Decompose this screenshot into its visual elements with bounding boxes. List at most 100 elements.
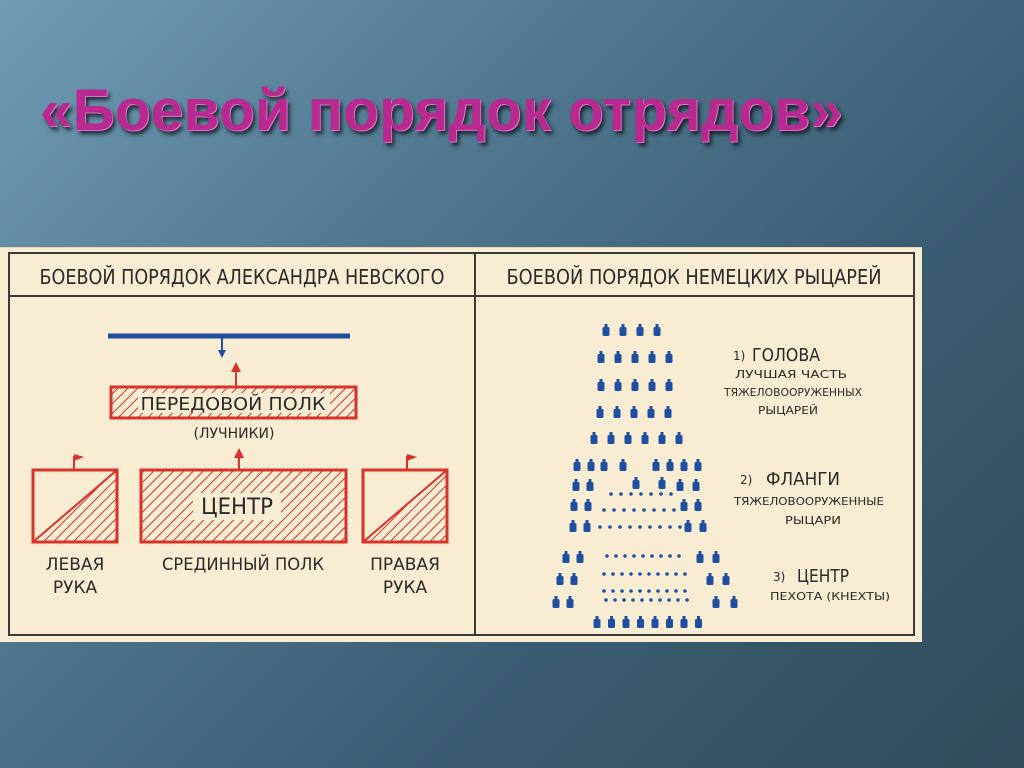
infantry-dot <box>678 525 682 529</box>
knight-icon <box>658 432 666 444</box>
left-hand-flag-icon <box>73 454 84 470</box>
legend-head-line-1: ЛУЧШАЯ ЧАСТЬ <box>735 368 847 381</box>
knight-icon <box>614 379 622 391</box>
knight-icon <box>684 520 692 532</box>
infantry-dot <box>611 572 615 576</box>
middle-regiment-label: СРЕДИННЫЙ ПОЛК <box>162 553 324 575</box>
knight-icon <box>699 520 707 532</box>
infantry-dot <box>602 589 606 593</box>
infantry-dot <box>658 598 662 602</box>
knight-icon <box>619 459 627 471</box>
right-hand-box <box>361 468 449 544</box>
infantry-dot <box>656 589 660 593</box>
knight-icon <box>665 351 673 363</box>
right-hand-label-2: РУКА <box>383 578 428 598</box>
red-arrow-lower-head <box>234 448 244 458</box>
knight-icon <box>680 616 688 628</box>
legend-head-line-3: РЫЦАРЕЙ <box>758 404 818 417</box>
knight-icon <box>676 479 684 491</box>
legend-center-title: ЦЕНТР <box>797 566 849 587</box>
infantry-dot <box>674 572 678 576</box>
infantry-dot <box>683 572 687 576</box>
knight-icon <box>583 520 591 532</box>
knight-icon <box>653 324 661 336</box>
knight-icon <box>666 459 674 471</box>
knight-icon <box>584 499 592 511</box>
infantry-dot <box>676 598 680 602</box>
infantry-dot <box>604 598 608 602</box>
legend-center-num: 3) <box>773 570 785 584</box>
infantry-dot <box>649 598 653 602</box>
knights-heading: БОЕВОЙ ПОРЯДОК НЕМЕЦКИХ РЫЦАРЕЙ <box>507 265 882 289</box>
legend-center: 3) ЦЕНТР ПЕХОТА (КНЕХТЫ) <box>770 566 890 603</box>
infantry-dot <box>628 525 632 529</box>
infantry-dot <box>605 554 609 558</box>
knight-icon <box>692 479 700 491</box>
knights-wedge-formation <box>552 324 738 628</box>
infantry-dot <box>622 508 626 512</box>
knight-icon <box>680 459 688 471</box>
knight-icon <box>573 459 581 471</box>
infantry-dot <box>641 554 645 558</box>
left-hand-label-1: ЛЕВАЯ <box>46 555 105 575</box>
infantry-dot <box>638 572 642 576</box>
knight-icon <box>569 520 577 532</box>
infantry-dot <box>652 508 656 512</box>
infantry-dot <box>602 508 606 512</box>
infantry-dot <box>609 492 613 496</box>
knight-icon <box>680 499 688 511</box>
knight-icon <box>614 351 622 363</box>
knight-icon <box>602 324 610 336</box>
knight-icon <box>722 573 730 585</box>
knight-icon <box>576 551 584 563</box>
infantry-dot <box>622 598 626 602</box>
legend-flanks-num: 2) <box>740 473 752 487</box>
infantry-dot <box>618 525 622 529</box>
infantry-dot <box>632 508 636 512</box>
infantry-dot <box>662 508 666 512</box>
poster-frame <box>8 252 915 636</box>
knight-icon <box>572 479 580 491</box>
infantry-dot <box>642 508 646 512</box>
knight-icon <box>570 499 578 511</box>
infantry-dot <box>665 589 669 593</box>
knight-icon <box>632 477 640 489</box>
legend-flanks-title: ФЛАНГИ <box>766 469 840 490</box>
legend-head: 1) ГОЛОВА ЛУЧШАЯ ЧАСТЬ ТЯЖЕЛОВООРУЖЕННЫХ… <box>723 345 862 417</box>
knight-icon <box>696 551 704 563</box>
infantry-dot <box>656 572 660 576</box>
left-hand-box <box>31 468 119 544</box>
infantry-dot <box>659 492 663 496</box>
vanguard-label-bg <box>138 393 330 413</box>
infantry-dot <box>647 589 651 593</box>
knight-icon <box>651 616 659 628</box>
infantry-dot <box>669 492 673 496</box>
infantry-dot <box>614 554 618 558</box>
knight-icon <box>613 406 621 418</box>
blue-arrow-head <box>218 350 226 358</box>
center-label-bg <box>193 493 281 520</box>
knight-icon <box>593 616 601 628</box>
knight-icon <box>608 616 615 628</box>
infantry-dot <box>612 508 616 512</box>
legend-head-line-2: ТЯЖЕЛОВООРУЖЕННЫХ <box>723 386 862 399</box>
infantry-dot <box>620 589 624 593</box>
left-hand-label-2: РУКА <box>53 578 98 598</box>
knight-icon <box>619 324 627 336</box>
infantry-dot <box>608 525 612 529</box>
knight-icon <box>636 324 644 336</box>
knight-icon <box>712 596 720 608</box>
knight-icon <box>694 499 702 511</box>
nevsky-heading: БОЕВОЙ ПОРЯДОК АЛЕКСАНДРА НЕВСКОГО <box>40 265 445 289</box>
infantry-dot <box>619 492 623 496</box>
infantry-dot <box>683 589 687 593</box>
infantry-dot <box>602 572 606 576</box>
infantry-dot <box>649 492 653 496</box>
knight-icon <box>648 351 656 363</box>
legend-head-title: ГОЛОВА <box>752 345 821 366</box>
knight-icon <box>730 596 738 608</box>
infantry-dot <box>685 598 689 602</box>
infantry-dot <box>658 525 662 529</box>
vanguard-note: (ЛУЧНИКИ) <box>194 426 275 442</box>
knight-icon <box>658 477 666 489</box>
